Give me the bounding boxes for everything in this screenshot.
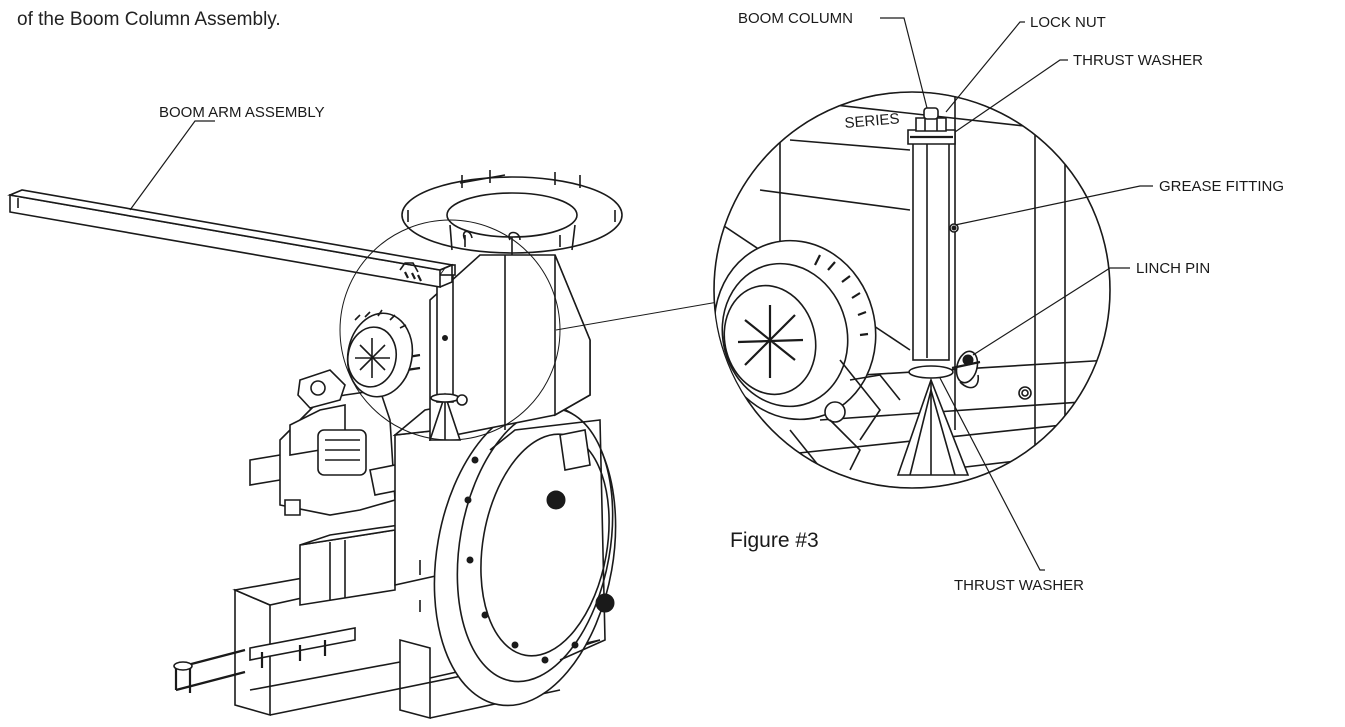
hopper	[401, 170, 623, 441]
svg-text:SERIES: SERIES	[844, 110, 900, 132]
callout-grease-fitting: GREASE FITTING	[1159, 178, 1284, 195]
detail-link-line	[555, 301, 719, 331]
intro-text: of the Boom Column Assembly.	[17, 9, 281, 30]
callout-boom-column: BOOM COLUMN	[738, 10, 853, 27]
figure-caption: Figure #3	[730, 529, 819, 552]
boom-arm	[7, 189, 521, 288]
detail-circle-small	[339, 219, 561, 441]
callout-linch-pin: LINCH PIN	[1136, 260, 1210, 277]
leader-lines	[129, 17, 1153, 571]
callout-thrust-washer-bottom: THRUST WASHER	[954, 577, 1084, 594]
boom-column-detail	[896, 107, 981, 476]
battery-box	[299, 521, 421, 606]
machine-illustration	[7, 170, 623, 720]
air-filter-detail	[714, 239, 901, 481]
detail-link-line-2	[439, 267, 446, 276]
callout-boom-arm-assembly: BOOM ARM ASSEMBLY	[159, 104, 325, 121]
air-filter-small	[346, 309, 414, 398]
detail-view: SERIES	[713, 91, 1111, 489]
callout-thrust-washer-top: THRUST WASHER	[1073, 52, 1203, 69]
callout-lock-nut: LOCK NUT	[1030, 14, 1106, 31]
